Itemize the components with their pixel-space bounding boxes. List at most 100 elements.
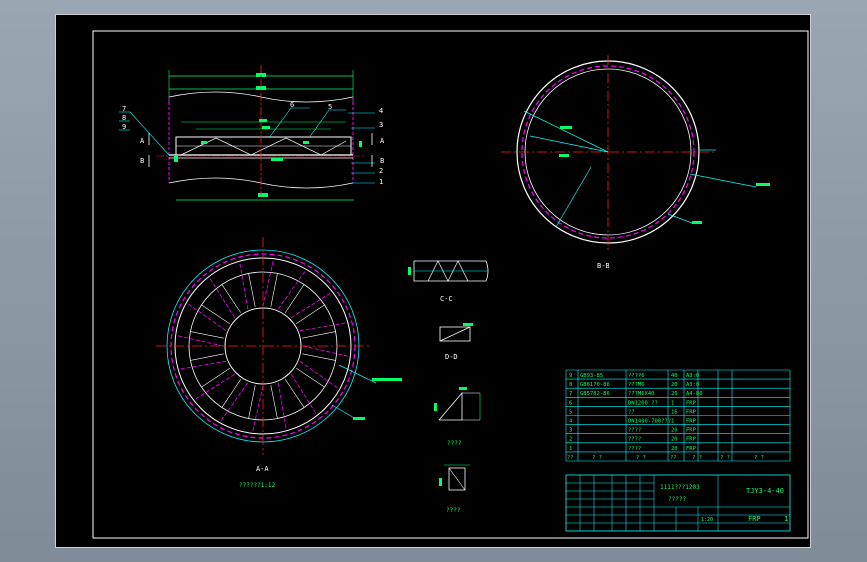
vane-line <box>220 382 249 422</box>
rib-line <box>270 385 278 419</box>
bom-cell-mat: A3:0 <box>686 382 699 388</box>
rib-line <box>302 353 336 361</box>
bom-cell-qty: 1 <box>671 400 674 406</box>
vane-line <box>239 263 249 310</box>
bom-cell-name: ???? <box>628 446 641 452</box>
bom-cell-name: DN1200 ?? <box>628 400 658 406</box>
view-bb <box>501 55 770 250</box>
spokes <box>177 260 349 432</box>
bom-cell-mat: FRP <box>686 409 697 415</box>
rib-line <box>201 304 230 325</box>
section-label-aa-sub: ??????1:12 <box>239 482 276 489</box>
vane-line <box>302 345 349 357</box>
rib-line <box>302 331 336 339</box>
rib-line <box>201 367 230 388</box>
title-drawing-name: 1111???1203 <box>660 484 700 491</box>
section-label-cc: C-C <box>440 295 453 303</box>
bom-cell-name: ???M6X40 <box>628 391 655 397</box>
bom-cell-no: 4 <box>569 419 573 425</box>
vane-line <box>291 292 331 319</box>
balloon: 1 <box>379 178 383 186</box>
rib-line <box>248 273 256 307</box>
rib-line <box>190 331 224 339</box>
bom-header-note: ? ? <box>754 455 764 461</box>
bom-cell-qty: 40 <box>671 373 678 379</box>
bom-cell-qty: 20 <box>671 437 678 443</box>
vane-line <box>299 360 339 389</box>
bom-cell-name: ???? <box>628 437 641 443</box>
balloon: 2 <box>379 167 383 175</box>
detail-label-1: ???? <box>447 440 462 447</box>
vane-line <box>187 303 227 332</box>
section-marker: B <box>140 157 144 165</box>
rib-line <box>248 385 256 419</box>
bom-cell-mat: A4-80 <box>686 391 703 397</box>
vane-line <box>262 260 274 307</box>
vane-line <box>180 360 227 370</box>
bom-cell-mat: FRP <box>686 437 697 443</box>
bom-cell-name: ?? <box>628 409 635 415</box>
inner-border <box>92 30 809 539</box>
section-markers: A A B B <box>140 137 385 165</box>
bom-header-no: ?? <box>567 455 574 461</box>
section-marker: B <box>380 157 384 165</box>
bom-cell-mat: FRP <box>686 419 697 425</box>
balloon: 6 <box>290 101 294 109</box>
section-label-bb: B-B <box>597 262 610 270</box>
bom-cell-name: ???? <box>628 428 641 434</box>
detail-label-2: ???? <box>446 507 461 514</box>
balloon: 7 <box>122 105 126 113</box>
bom-cell-no: 7 <box>569 391 572 397</box>
rib-line <box>270 273 278 307</box>
bom-cell-mat: A3:0 <box>686 373 699 379</box>
rib-line <box>190 353 224 361</box>
vane-line <box>277 382 287 429</box>
detail-1 <box>434 387 481 421</box>
bom-header-qty: ?? <box>670 455 677 461</box>
bom-cell-qty: 20 <box>671 446 678 452</box>
title-scale: 1:20 <box>701 517 713 523</box>
bom-header-mat: ? ? <box>692 455 702 461</box>
rib-line <box>284 284 305 313</box>
vane-line <box>252 385 264 432</box>
section-cc <box>408 260 489 282</box>
detail-2 <box>439 464 470 491</box>
section-label-aa: A-A <box>256 465 269 473</box>
rib-line <box>296 304 325 325</box>
rib-line <box>221 379 242 408</box>
bom-cell-std: GB93-85 <box>580 373 603 379</box>
bom-cell-mat: FRP <box>686 400 697 406</box>
section-marker: A <box>140 137 145 145</box>
balloon: 5 <box>328 103 332 111</box>
bom-cell-no: 5 <box>569 409 572 415</box>
bom-header-wt: ? ? <box>720 455 730 461</box>
bom-cell-name: ???M6 <box>628 382 645 388</box>
bom-cell-no: 6 <box>569 400 572 406</box>
bom-cell-no: 8 <box>569 382 572 388</box>
balloon: 4 <box>379 107 383 115</box>
bom-cell-std: GB5782-86 <box>580 391 610 397</box>
bom-cell-no: 1 <box>569 446 572 452</box>
bom-cell-name: DN1400-700??? <box>628 419 671 425</box>
bom-cell-no: 9 <box>569 373 572 379</box>
bom-header-name: ? ? <box>636 455 646 461</box>
vane-line <box>290 374 317 414</box>
bom-cell-std: GB6170-86 <box>580 382 610 388</box>
bom-cell-mat: FRP <box>686 428 697 434</box>
vane-line <box>299 322 346 332</box>
bom-header-std: ? ? <box>592 455 602 461</box>
view-aa <box>156 237 402 455</box>
title-material: FRP <box>748 515 761 523</box>
bom-cell-qty: 16 <box>671 409 678 415</box>
section-marker: A <box>380 137 385 145</box>
bom-cell-qty: 1 <box>671 419 674 425</box>
title-drawing-no: TJY3-4-40 <box>746 487 784 495</box>
section-dd <box>439 323 473 342</box>
bom-cell-mat: FRP <box>686 446 697 452</box>
title-block <box>565 474 791 532</box>
vane-line <box>277 270 306 310</box>
vane-line <box>209 278 236 318</box>
bom-cell-qty: 20 <box>671 428 678 434</box>
bom-cell-qty: 20 <box>671 382 678 388</box>
